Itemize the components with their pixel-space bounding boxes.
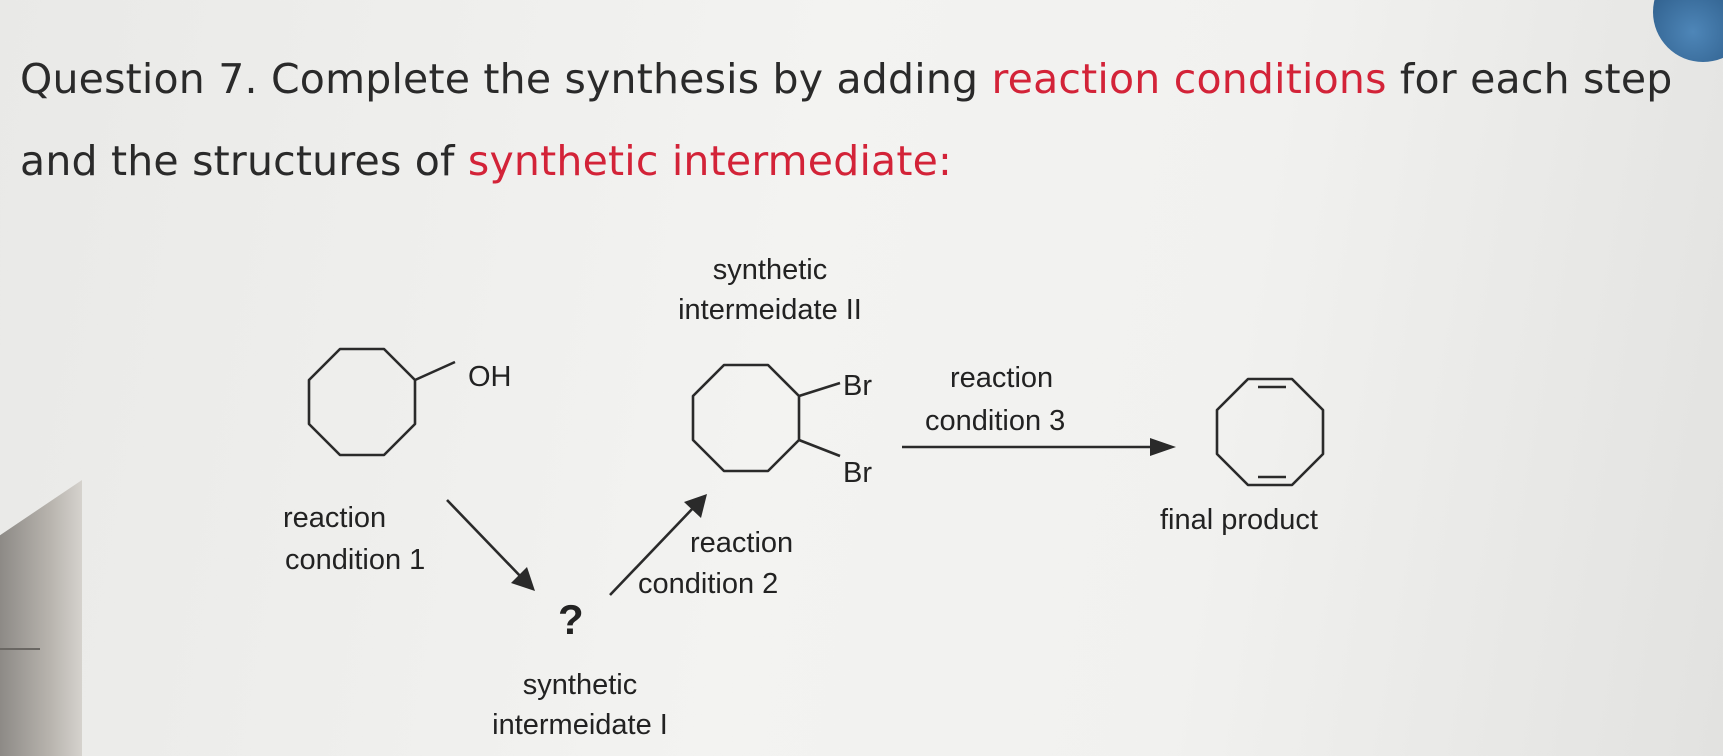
oh-label: OH xyxy=(468,361,512,393)
arrowhead-step3 xyxy=(1150,438,1176,456)
background-edge xyxy=(0,648,40,650)
question-part1: Question 7. Complete the synthesis by ad… xyxy=(20,55,992,103)
arrowhead-step2 xyxy=(684,494,707,518)
step3-line2: condition 3 xyxy=(925,405,1066,437)
arrow-step2 xyxy=(609,505,696,596)
question-highlight-conditions: reaction conditions xyxy=(991,55,1387,103)
intermediate-1-unknown: ? xyxy=(558,596,584,643)
final-product-label: final product xyxy=(1160,504,1318,536)
dibromocyclooctane-ring xyxy=(691,363,801,473)
intermediate-2-title-line1: synthetic xyxy=(712,254,828,286)
step2-line2: condition 2 xyxy=(638,568,779,600)
br-label-2: Br xyxy=(843,457,872,489)
step2-line1: reaction xyxy=(690,527,794,559)
question-text: Question 7. Complete the synthesis by ad… xyxy=(20,38,1680,202)
step1-line1: reaction xyxy=(283,502,387,534)
cyclooctene-ring xyxy=(1215,377,1325,487)
arrowhead-step1 xyxy=(511,567,535,591)
br-label-1: Br xyxy=(843,370,872,402)
intermediate-1-title-line2: intermeidate I xyxy=(492,709,668,741)
oh-bond xyxy=(414,360,456,382)
arrow-step1 xyxy=(446,499,524,580)
intermediate-1-title-line1: synthetic xyxy=(522,669,638,701)
br-bond-2 xyxy=(798,438,841,458)
step1-line2: condition 1 xyxy=(285,544,426,576)
step3-line1: reaction xyxy=(950,362,1054,394)
question-highlight-intermediate: synthetic intermediate: xyxy=(467,137,953,185)
intermediate-2-title-line2: intermeidate II xyxy=(678,294,862,326)
cyclooctanol-ring xyxy=(307,347,417,457)
br-bond-1 xyxy=(798,381,841,398)
question-part2: for each step and the structures of xyxy=(20,55,1673,185)
